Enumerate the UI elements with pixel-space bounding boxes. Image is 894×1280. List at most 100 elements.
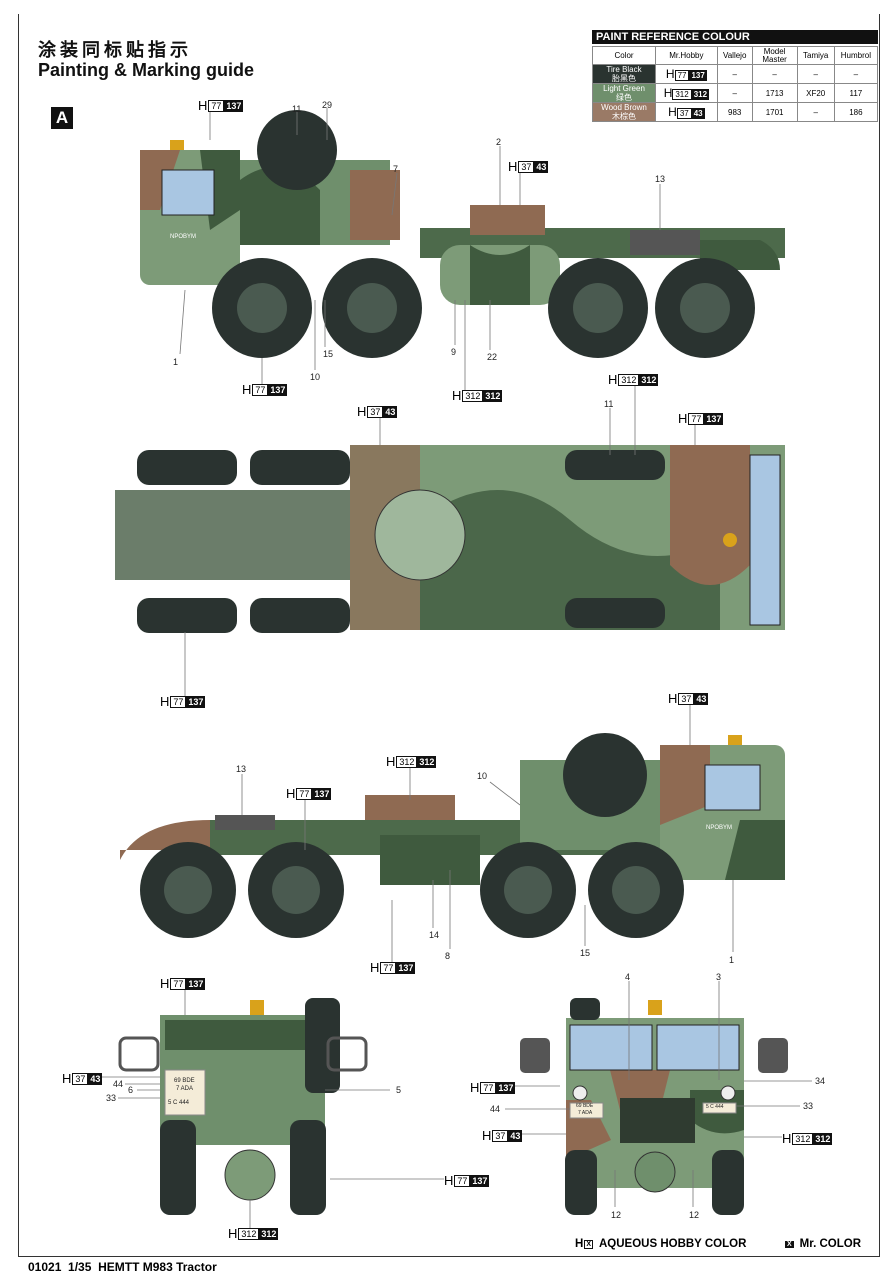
part-number-label: 8 <box>445 951 451 961</box>
color-name-cn: 绿色 <box>616 93 632 102</box>
title-english: Painting & Marking guide <box>38 60 255 80</box>
table-header-row: Color Mr.Hobby Vallejo Model Master Tami… <box>592 46 879 65</box>
part-number-label: 6 <box>128 1085 134 1095</box>
mr-color-code: 137 <box>186 977 206 990</box>
part-number-label: 9 <box>451 347 457 357</box>
aqueous-code: 77 <box>296 787 313 800</box>
mr-color-code: 137 <box>224 99 244 112</box>
mr-color-code: 312 <box>813 1132 833 1145</box>
part-number-label: 11 <box>604 399 614 409</box>
aqueous-code: 77 <box>252 383 269 396</box>
h-symbol: H <box>470 1080 480 1095</box>
h-symbol: H <box>508 159 518 174</box>
plate-text: 5 C 444 <box>168 1100 190 1106</box>
part-number-label: 2 <box>496 137 502 147</box>
right-side-view <box>120 733 785 938</box>
plate-text: 69 BDE <box>576 1103 594 1109</box>
plate-text: 7 ADA <box>578 1110 593 1116</box>
legend-aqueous-label: AQUEOUS HOBBY COLOR <box>598 1238 747 1250</box>
h-symbol: H <box>286 786 296 801</box>
title-chinese: 涂装同标贴指示 <box>38 40 192 60</box>
aqueous-code: 77 <box>170 977 187 990</box>
part-number-label: 1 <box>729 955 735 965</box>
leader-line <box>489 781 521 806</box>
aqueous-code: 77 <box>674 70 690 81</box>
h-symbol: H <box>608 372 618 387</box>
part-number-label: 14 <box>429 930 440 940</box>
mr-color-code: 137 <box>470 1174 490 1187</box>
h-symbol: H <box>386 754 396 769</box>
mr-color-code: 137 <box>689 70 707 81</box>
scale: 1/35 <box>68 1260 92 1274</box>
scheme-label: A <box>51 107 73 129</box>
mr-color-code: 137 <box>496 1081 516 1094</box>
part-number-label: 34 <box>815 1076 826 1086</box>
part-number-label: 11 <box>292 104 302 114</box>
h-symbol: H <box>370 960 380 975</box>
legend-black-box: X <box>785 1240 794 1248</box>
mr-color-code: 137 <box>312 787 332 800</box>
top-view <box>115 445 785 633</box>
aqueous-code: 37 <box>492 1129 509 1142</box>
left-side-view <box>140 110 785 358</box>
h-symbol: H <box>62 1071 72 1086</box>
door-marking: NPOBYM <box>706 825 733 831</box>
part-number-label: 4 <box>625 972 631 982</box>
aqueous-code: 77 <box>454 1174 471 1187</box>
mr-color-code: 312 <box>691 89 710 100</box>
h-symbol: H <box>782 1131 792 1146</box>
part-number-label: 12 <box>611 1210 622 1220</box>
aqueous-code: 77 <box>170 695 187 708</box>
aqueous-code: 312 <box>462 389 484 402</box>
color-name-cn: 胎黑色 <box>612 74 636 83</box>
door-marking: NPOBYM <box>170 234 197 240</box>
plate-text: 7 ADA <box>176 1086 194 1092</box>
mr-color-code: 312 <box>417 755 437 768</box>
part-number-label: 15 <box>580 948 591 958</box>
humbrol-cell: 186 <box>833 102 879 122</box>
footer-title: 01021 1/35 HEMTT M983 Tractor <box>28 1260 217 1274</box>
legend-mr-label: Mr. COLOR <box>799 1238 862 1250</box>
part-number-label: 33 <box>803 1101 814 1111</box>
aqueous-code: 77 <box>380 961 397 974</box>
legend-h-symbol: H <box>575 1238 584 1250</box>
part-number-label: 44 <box>490 1104 501 1114</box>
aqueous-code: 312 <box>618 373 640 386</box>
h-symbol: H <box>198 98 208 113</box>
product-code: 01021 <box>28 1260 62 1274</box>
part-number-label: 10 <box>477 771 488 781</box>
part-number-label: 13 <box>655 174 666 184</box>
aqueous-code: 312 <box>396 755 418 768</box>
h-symbol: H <box>452 388 462 403</box>
product-name: HEMTT M983 Tractor <box>98 1260 217 1274</box>
aqueous-code: 312 <box>792 1132 814 1145</box>
mr-color-code: 43 <box>383 405 398 418</box>
part-number-label: 44 <box>113 1079 124 1089</box>
front-view <box>520 998 788 1215</box>
h-symbol: H <box>228 1226 238 1241</box>
aqueous-code: 37 <box>72 1072 89 1085</box>
mr-color-code: 312 <box>483 389 503 402</box>
